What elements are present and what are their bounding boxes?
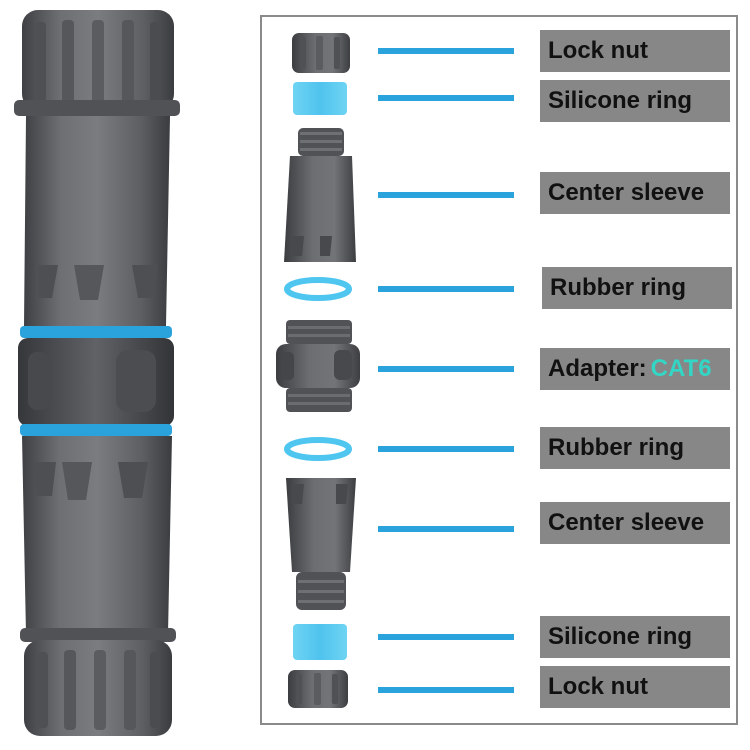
- leader-line-lock-nut-bottom: [378, 687, 514, 693]
- leader-line-silicone-ring-bottom: [378, 634, 514, 640]
- label-adapter: Adapter:CAT6: [540, 348, 730, 390]
- part-rubber-ring-bottom-image: [284, 437, 352, 461]
- label-rubber-ring-top: Rubber ring: [542, 267, 732, 309]
- assembled-lock-nut-bottom: [20, 628, 176, 736]
- leader-line-silicone-ring-top: [378, 95, 514, 101]
- leader-line-rubber-ring-bottom: [378, 446, 514, 452]
- part-lock-nut-bottom-image: [288, 670, 348, 708]
- leader-line-center-sleeve-top: [378, 192, 514, 198]
- label-silicone-ring-top: Silicone ring: [540, 80, 730, 122]
- part-silicone-ring-top-image: [293, 82, 347, 115]
- part-silicone-ring-bottom-image: [293, 624, 347, 660]
- leader-line-rubber-ring-top: [378, 286, 514, 292]
- assembled-sleeve-top: [24, 116, 170, 326]
- part-center-sleeve-bottom-image: [286, 478, 356, 610]
- part-lock-nut-top-image: [292, 33, 350, 73]
- label-lock-nut-top: Lock nut: [540, 30, 730, 72]
- label-silicone-ring-bottom: Silicone ring: [540, 616, 730, 658]
- assembled-blue-band-bottom: [20, 424, 172, 436]
- assembled-adapter-body: [18, 338, 174, 426]
- part-adapter-image: [276, 320, 360, 412]
- assembled-lock-nut-top: [14, 10, 180, 116]
- label-center-sleeve-top: Center sleeve: [540, 172, 730, 214]
- adapter-code: CAT6: [650, 355, 712, 382]
- leader-line-lock-nut-top: [378, 48, 514, 54]
- assembled-sleeve-bottom: [22, 436, 172, 634]
- leader-line-center-sleeve-bottom: [378, 526, 514, 532]
- label-lock-nut-bottom: Lock nut: [540, 666, 730, 708]
- assembled-blue-band-top: [20, 326, 172, 338]
- part-rubber-ring-top-image: [284, 277, 352, 301]
- label-rubber-ring-bottom: Rubber ring: [540, 427, 730, 469]
- assembled-connector-image: [14, 10, 180, 736]
- label-center-sleeve-bottom: Center sleeve: [540, 502, 730, 544]
- leader-line-adapter: [378, 366, 514, 372]
- part-center-sleeve-top-image: [284, 128, 356, 262]
